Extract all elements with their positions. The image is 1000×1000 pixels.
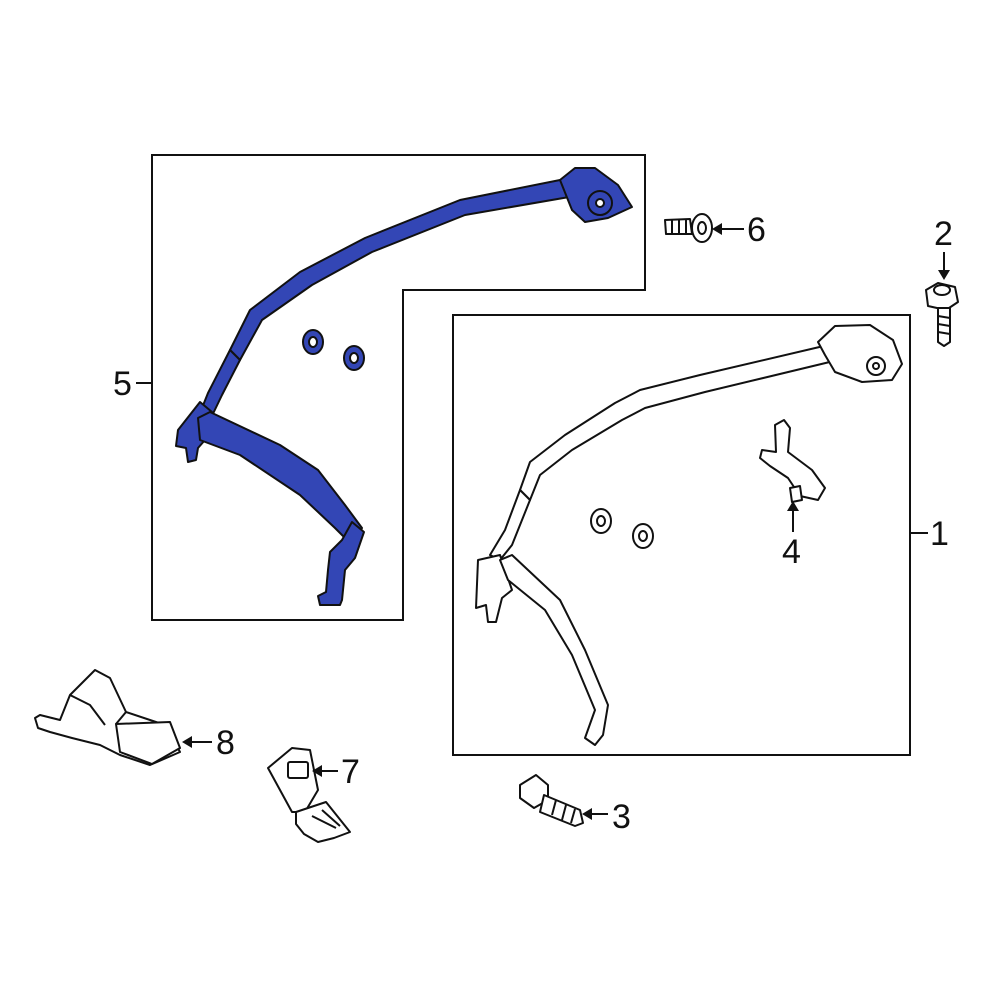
part-3-bolt[interactable]	[519, 774, 584, 827]
part-8-connector[interactable]	[34, 669, 181, 766]
part-1-frame	[452, 314, 911, 756]
callout-5: 5	[113, 365, 132, 403]
part-5-belt-assembly[interactable]	[175, 167, 633, 606]
part-7-buckle[interactable]	[267, 747, 351, 843]
callout-2: 2	[934, 215, 953, 253]
part-4-guide-bracket[interactable]	[759, 419, 826, 503]
part-5-frame	[151, 154, 646, 621]
part-2-bolt[interactable]	[925, 282, 959, 347]
leader-lines	[136, 223, 950, 820]
callout-8: 8	[216, 724, 235, 762]
callout-6: 6	[747, 211, 766, 249]
callout-3: 3	[612, 798, 631, 836]
part-1-belt-assembly[interactable]	[475, 324, 903, 746]
callout-4: 4	[782, 533, 801, 571]
callout-7: 7	[341, 753, 360, 791]
callout-1: 1	[930, 515, 949, 553]
part-6-bolt[interactable]	[664, 213, 713, 243]
